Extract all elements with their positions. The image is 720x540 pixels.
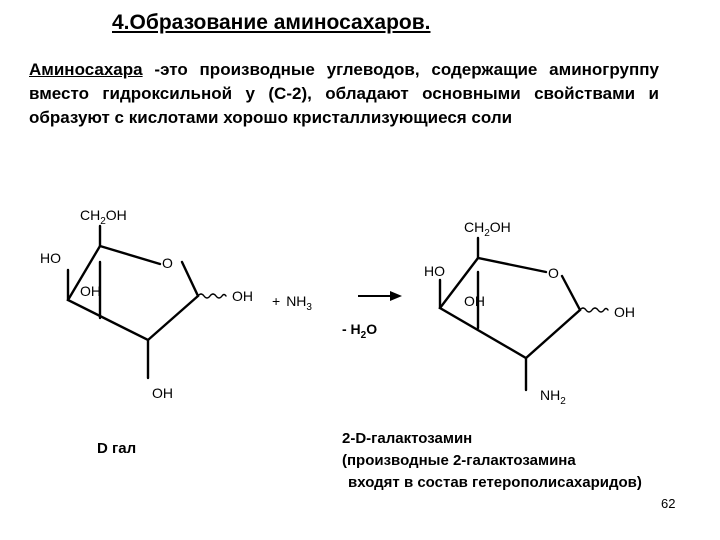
left-oh-inner-label: OH <box>80 283 101 299</box>
page-number: 62 <box>661 496 676 511</box>
left-oh-right-label: OH <box>232 288 253 304</box>
definition-term: Аминосахара <box>29 60 143 79</box>
reagent-label: +NH3 <box>272 293 312 313</box>
left-wavy-bond <box>197 293 227 299</box>
right-ch2oh-label: CH2OH <box>464 219 511 239</box>
byproduct-label: - H2O <box>342 321 377 341</box>
right-ho-label: HO <box>424 263 445 279</box>
slide-title: 4.Образование аминосахаров. <box>112 11 431 34</box>
right-oh-inner-label: OH <box>464 293 485 309</box>
reaction-arrow-head <box>390 291 402 301</box>
right-caption-line-1: 2-D-галактозамин <box>342 430 473 447</box>
left-oh-bottom-label: OH <box>152 385 173 401</box>
right-nh2-label: NH2 <box>540 387 566 407</box>
right-caption: 2-D-галактозамин (производные 2-галактоз… <box>342 428 642 494</box>
right-ring-oxygen: O <box>548 265 559 281</box>
right-caption-line-3: входят в состав гетерополисахаридов) <box>348 474 642 491</box>
left-molecule <box>66 224 227 380</box>
left-ch2oh-label: CH2OH <box>80 207 127 227</box>
right-caption-line-2: (производные 2-галактозамина <box>342 452 576 469</box>
left-ho-label: HO <box>40 250 61 266</box>
right-molecule <box>438 236 609 392</box>
right-ring-bonds <box>438 256 582 360</box>
left-ring-oxygen: O <box>162 255 173 271</box>
right-wavy-bond <box>579 307 609 313</box>
definition-paragraph: Аминосахара -это производные углеводов, … <box>29 58 659 130</box>
definition-text: -это производные углеводов, содержащие а… <box>29 60 659 127</box>
left-ring-bonds <box>66 244 200 342</box>
left-caption: D гал <box>97 440 137 457</box>
right-oh-right-label: OH <box>614 304 635 320</box>
